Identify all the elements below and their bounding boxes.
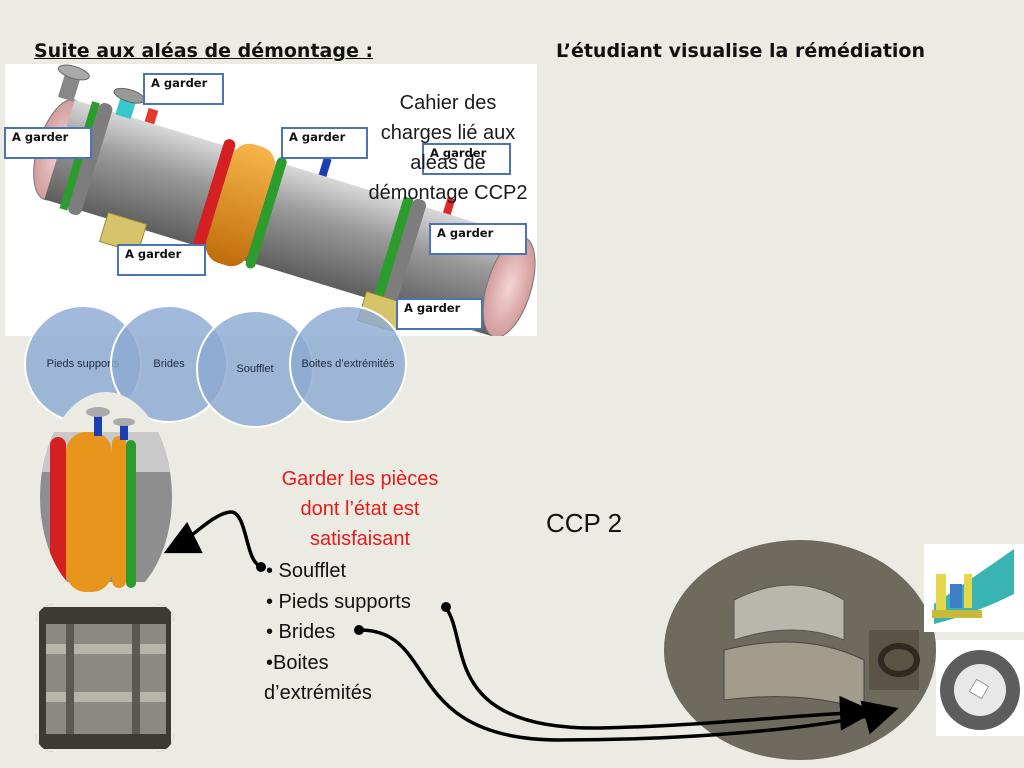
remediation-list: • Soufflet • Pieds supports • Brides •Bo… (264, 556, 411, 709)
label-keep-left: A garder (4, 127, 92, 159)
cahier-des-charges-text: Cahier des charges lié aux aléas de démo… (368, 92, 528, 204)
label-keep-bottom-right: A garder (396, 298, 483, 330)
bullet-dot (256, 562, 266, 572)
bullet-dot (441, 602, 451, 612)
circle-label: Brides (153, 357, 185, 370)
circle-label: Boites d’extrémités (301, 357, 395, 370)
list-item: • Brides (266, 621, 336, 643)
list-item: •Boites (266, 651, 329, 674)
circle-label: Pieds supports (46, 357, 120, 370)
label-keep-middle: A garder (281, 127, 368, 159)
ccp2-label: CCP 2 (546, 508, 623, 538)
flange-3d-image (936, 640, 1024, 736)
real-soufflet-photo (36, 604, 174, 752)
circle-boites-extremites: Boites d’extrémités (289, 305, 407, 423)
soufflet-closeup-image (40, 392, 172, 602)
remediation-heading: Garder les pièces dont l’état est satisf… (281, 468, 439, 550)
list-item: • Pieds supports (266, 590, 411, 613)
label-keep-bottom-left: A garder (117, 244, 206, 276)
slide-title-left: Suite aux aléas de démontage : (34, 40, 374, 62)
list-item: • Soufflet (266, 560, 347, 582)
heat-exchanger-image (5, 64, 537, 338)
arrow-to-flange (359, 628, 899, 742)
label-keep-right-top: A garder (422, 143, 511, 175)
circle-label: Soufflet (236, 362, 274, 375)
saddle-support-3d-image (924, 544, 1024, 632)
pieds-supports-photo (664, 540, 936, 760)
bullet-dot (354, 625, 364, 635)
label-keep-top: A garder (143, 73, 224, 105)
list-item: d’extrémités (264, 682, 372, 704)
arrow-to-soufflet (163, 510, 263, 568)
label-keep-right-mid: A garder (429, 223, 527, 255)
arrow-to-supports (444, 606, 875, 731)
slide-title-right: L’étudiant visualise la rémédiation (556, 40, 925, 62)
